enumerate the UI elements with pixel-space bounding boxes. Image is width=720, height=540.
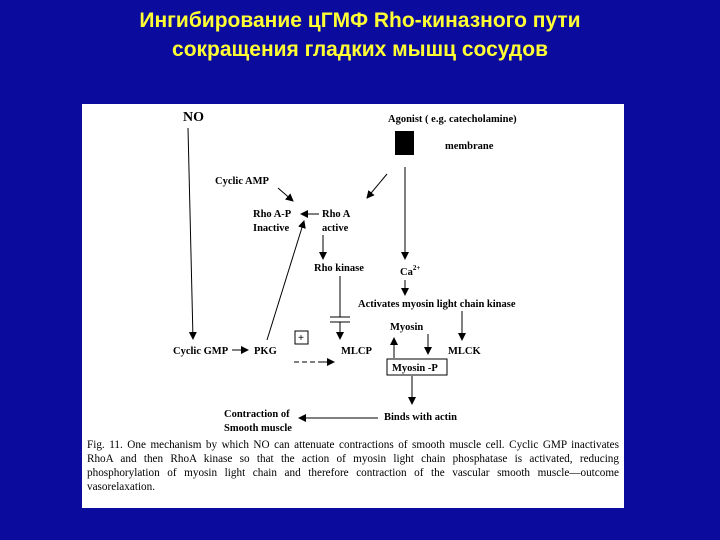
active-label: active (322, 223, 349, 234)
slide-title-line-2: сокращения гладких мышц сосудов (172, 38, 548, 61)
pkg-label: PKG (254, 346, 277, 357)
pathway-diagram: NO Agonist ( e.g. catecholamine) membran… (173, 110, 517, 434)
slide-title: Ингибирование цГМФ Rho-киназного пути со… (0, 6, 720, 64)
activates-mlck-label: Activates myosin light chain kinase (358, 299, 516, 310)
rho-ap-label: Rho A-P (253, 209, 292, 220)
figure-caption: Fig. 11. One mechanism by which NO can a… (87, 439, 619, 493)
binds-actin-label: Binds with actin (384, 412, 457, 423)
arrow-no-to-cyclic-gmp (187, 127, 197, 340)
agonist-label: Agonist ( e.g. catecholamine) (388, 114, 517, 125)
inactive-label: Inactive (253, 223, 290, 234)
contraction-label-line-1: Contraction of (224, 409, 290, 420)
rho-kinase-label: Rho kinase (314, 263, 364, 274)
contraction-label-line-2: Smooth muscle (224, 423, 292, 434)
membrane-label: membrane (445, 141, 494, 152)
cyclic-amp-label: Cyclic AMP (215, 176, 270, 187)
cyclic-gmp-label: Cyclic GMP (173, 346, 229, 357)
membrane-receptor-block (395, 131, 414, 155)
mlck-label: MLCK (448, 346, 481, 357)
arrow-agonist-to-rho-a (366, 173, 388, 199)
myosin-p-box (386, 358, 448, 376)
mlcp-label: MLCP (341, 346, 372, 357)
calcium-label: Ca2+ (400, 264, 420, 278)
figure-panel: NO Agonist ( e.g. catecholamine) membran… (82, 104, 624, 508)
plus-label: + (298, 333, 304, 344)
slide-title-line-1: Ингибирование цГМФ Rho-киназного пути (139, 9, 581, 32)
arrow-pkg-to-rho-ap (266, 220, 306, 341)
plus-box (294, 330, 309, 345)
myosin-label: Myosin (390, 322, 423, 333)
calcium-charge: 2+ (413, 264, 421, 272)
arrow-cyclic-amp-to-rho-ap (277, 187, 294, 202)
calcium-symbol: Ca (400, 267, 414, 278)
myosin-p-label: Myosin -P (392, 363, 438, 374)
rho-a-label: Rho A (322, 209, 351, 220)
no-label: NO (183, 110, 204, 125)
